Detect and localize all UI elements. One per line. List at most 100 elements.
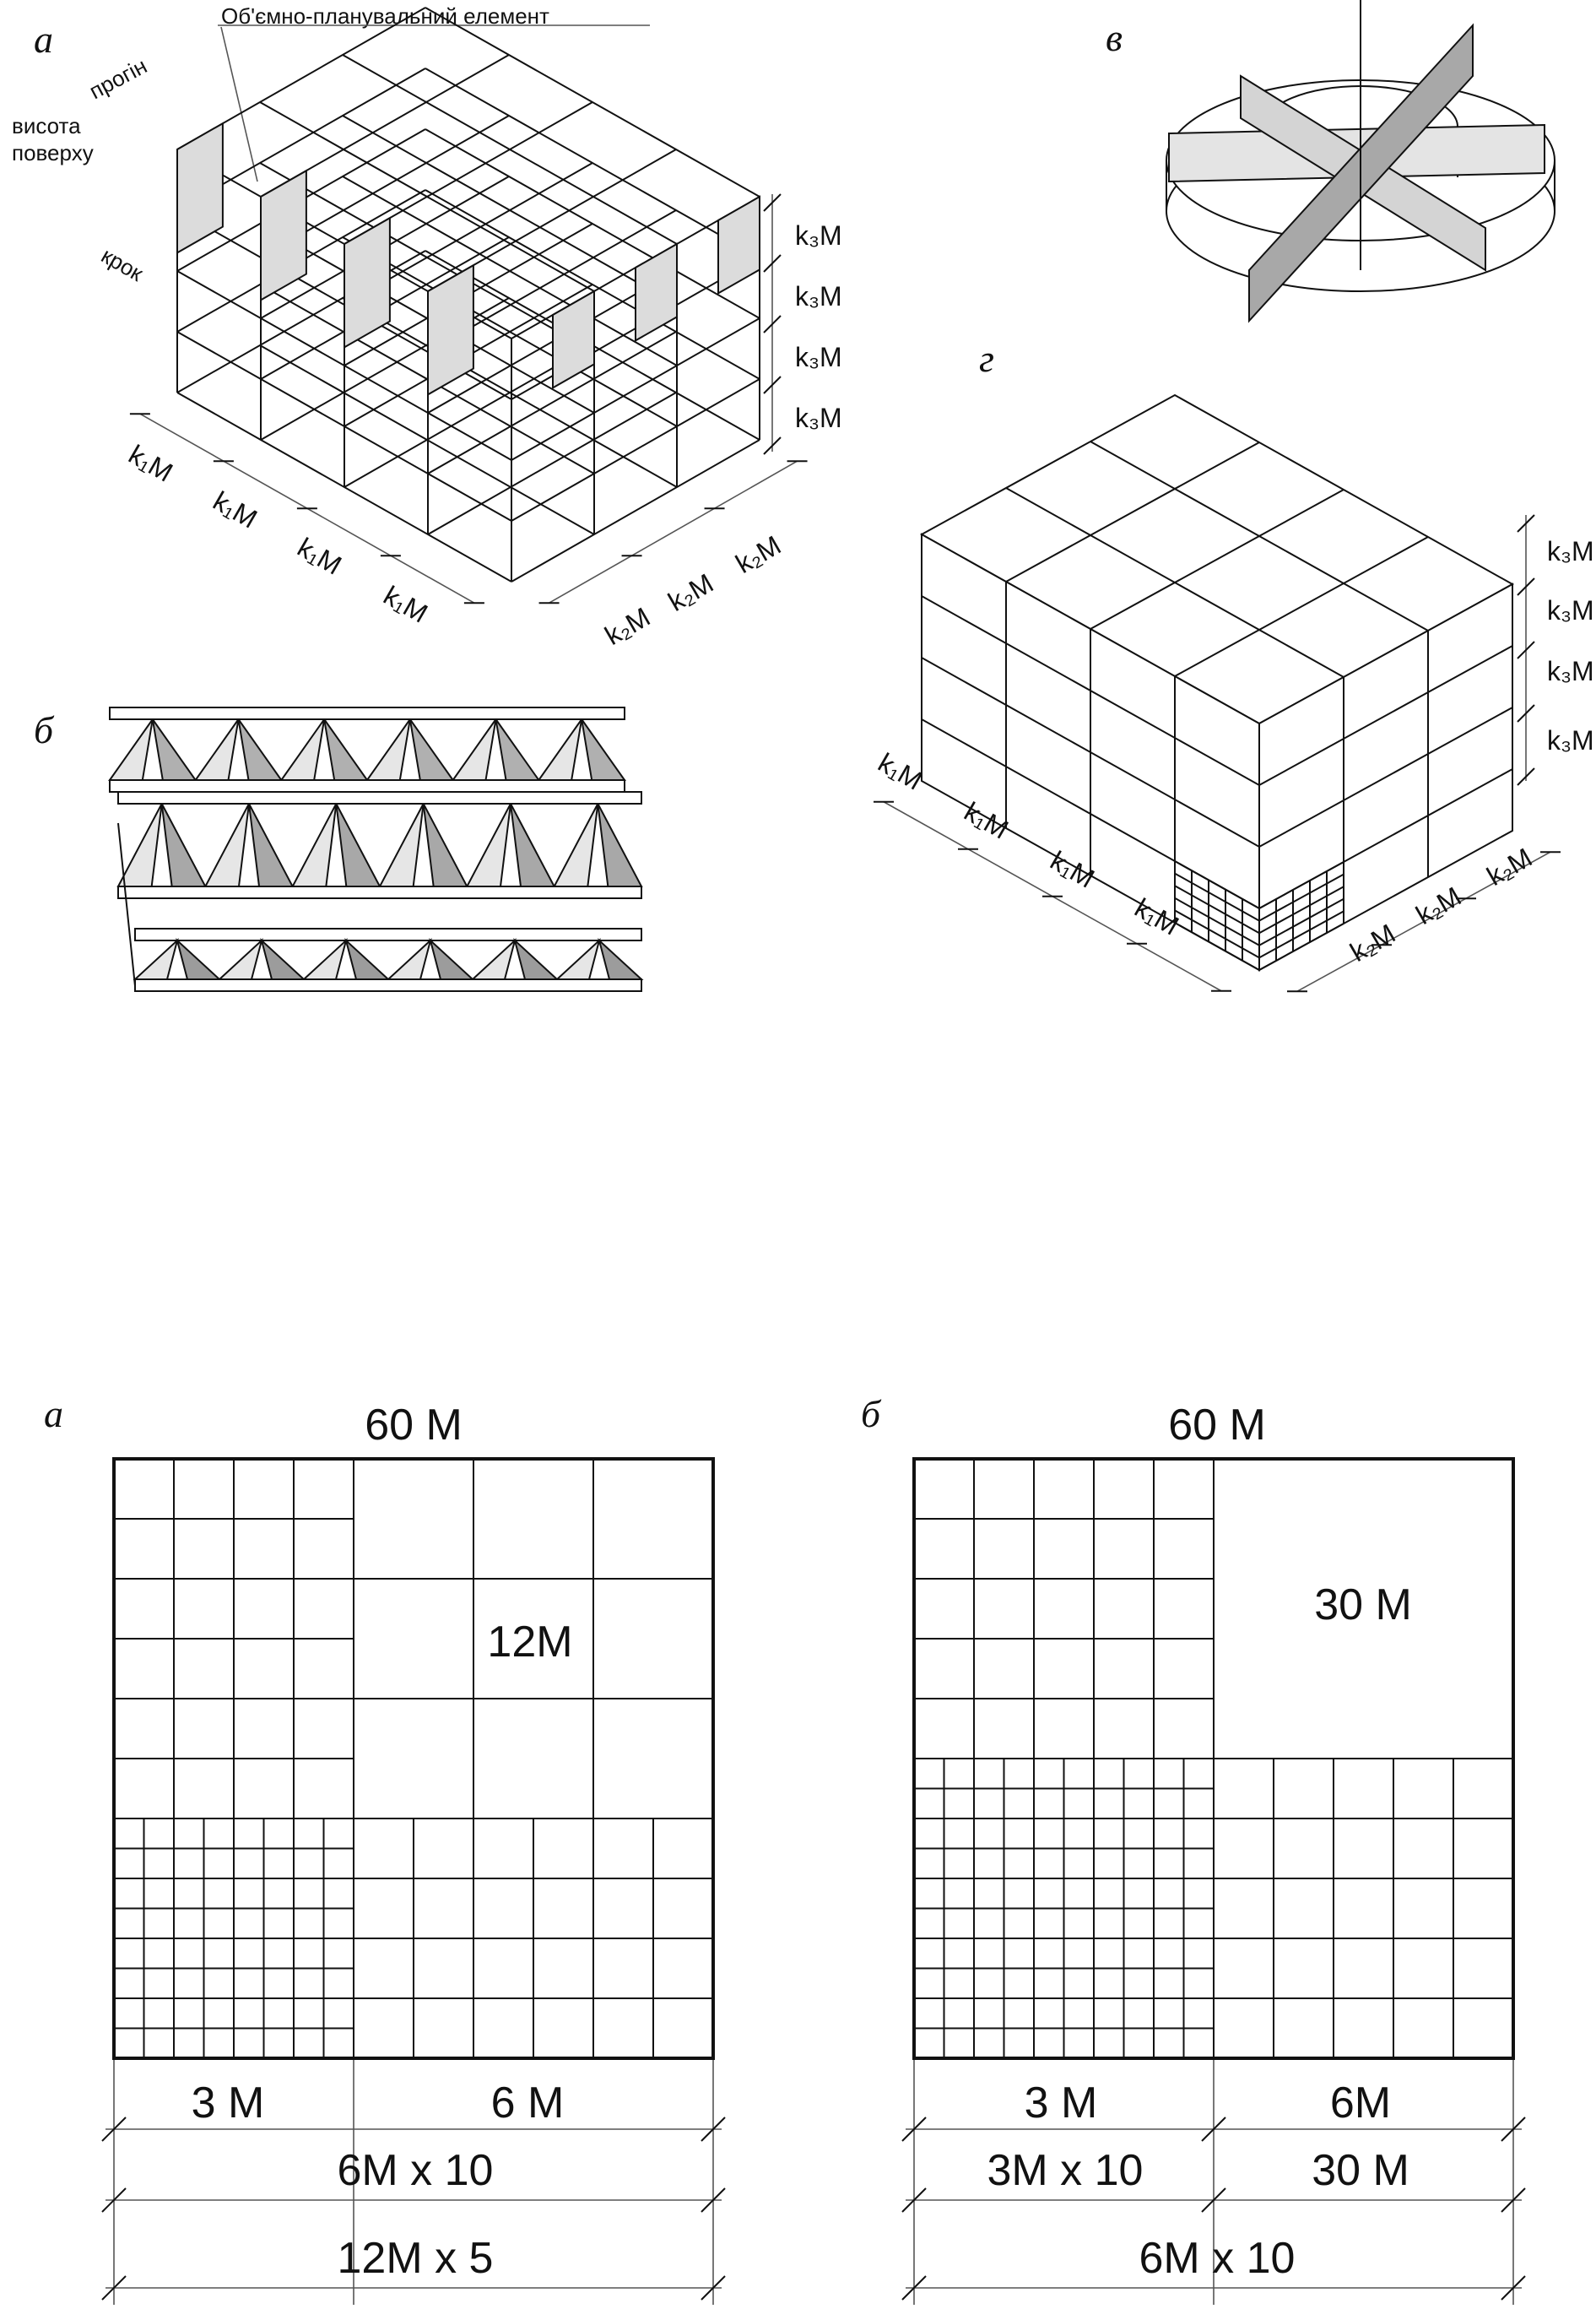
dim-k3-3: k₃M [795, 342, 842, 372]
small-module-line [1174, 885, 1260, 935]
fold-face [598, 937, 644, 980]
fold-face [344, 937, 391, 980]
slab-line [342, 54, 678, 245]
folded-plate-structure [108, 707, 644, 992]
small-module-line [1258, 861, 1344, 909]
fold-face [510, 803, 556, 887]
height-label-line1: висота [12, 113, 81, 138]
slab-line [342, 115, 678, 306]
dim-k1-1: k₁M [874, 747, 928, 796]
fold-face [365, 718, 411, 781]
dim-row1-right: 6M [1330, 2079, 1391, 2127]
small-module-line [1258, 923, 1344, 971]
slab-line [511, 378, 760, 522]
dim-row1-left: 3 M [192, 2079, 265, 2127]
slab-line [427, 392, 677, 535]
dim-row1-left: 3 M [1025, 2079, 1098, 2127]
dim-k3-4: k₃M [1547, 725, 1594, 756]
dimension-tick [101, 2117, 127, 2142]
dim-k3-1: k₃M [795, 220, 842, 251]
dim-row2: 6M x 10 [338, 2146, 494, 2195]
fold-face [323, 718, 369, 781]
small-module-line [1174, 897, 1260, 946]
panel-label: б [34, 708, 55, 751]
modular-grid-b [912, 1457, 1515, 2060]
dimension-tick [763, 376, 782, 394]
grid-line [1258, 707, 1513, 848]
dim-k1-1: k₁M [124, 439, 178, 488]
plate-edge [134, 978, 642, 992]
plate-edge [109, 779, 625, 793]
fold-face [108, 718, 154, 781]
isometric-block [874, 393, 1561, 993]
dimension-tick [1501, 2275, 1526, 2301]
fold-face [597, 803, 643, 887]
dimension-tick [701, 2117, 726, 2142]
dim-k1-2: k₁M [208, 485, 262, 534]
plate-edge-line [117, 822, 136, 987]
plate-edge [134, 928, 642, 941]
plate-edge [109, 707, 625, 720]
callout-label: Об'ємно-планувальний елемент [221, 3, 549, 29]
dimension-tick [763, 436, 782, 455]
fold-face [386, 937, 432, 980]
dimension-tick [1517, 767, 1535, 786]
dimension-tick [1201, 2187, 1226, 2213]
slab-line [511, 317, 760, 461]
dimension-tick [763, 315, 782, 333]
slab-line [342, 236, 678, 427]
dim-k3-3: k₃M [1547, 656, 1594, 686]
slab-line [425, 68, 760, 258]
fold-face [151, 718, 197, 781]
fold-face [378, 803, 425, 887]
fold-face [335, 803, 381, 887]
fold-face [203, 803, 250, 887]
fold-face [429, 937, 475, 980]
dimension-tick [1201, 2117, 1226, 2142]
plate-edge [117, 791, 642, 805]
small-module-line [1258, 873, 1344, 922]
fold-face [260, 937, 306, 980]
fold-face [408, 718, 455, 781]
dimension-tick [763, 254, 782, 273]
radial-structure [1166, 0, 1555, 323]
dim-k3-2: k₃M [1547, 595, 1594, 626]
dim-row2-left: 3M x 10 [987, 2146, 1144, 2195]
grid-line [921, 657, 1260, 848]
modular-grid-a [112, 1457, 715, 2060]
fold-face [176, 937, 222, 980]
slab-line [342, 297, 678, 488]
slab-line [259, 101, 595, 292]
dim-k2-3: k₂M [1482, 842, 1538, 892]
wall-panel [635, 242, 678, 343]
small-module-line [1174, 909, 1260, 959]
fold-face [217, 937, 263, 980]
dimension-tick [701, 2187, 726, 2213]
dimension-tick [701, 2275, 726, 2301]
grid-line [1005, 442, 1260, 583]
top-panel-g: г k₁M k₁M k₁M k₁M k₂M k₂M k₂M k₃M k₃M k₃… [874, 337, 1594, 993]
fold-face [555, 937, 601, 980]
dimension-tick [1517, 704, 1535, 723]
step-label: крок [97, 242, 148, 286]
dimension-tick [101, 2187, 127, 2213]
fold-face [451, 718, 497, 781]
grid-a-dimension-lines [101, 2060, 726, 2305]
wall-panel [717, 195, 760, 295]
small-module-line [1174, 860, 1260, 909]
small-module-line [1174, 872, 1260, 922]
bottom-panel-a: а 60 M 12M 3 M 6 M 6M x 10 12M x 5 [44, 1392, 726, 2305]
fold-face [248, 803, 295, 887]
dim-k3-2: k₃M [795, 281, 842, 312]
slab-line [427, 331, 677, 474]
grid-line [1005, 487, 1344, 678]
dim-k3-1: k₃M [1547, 536, 1594, 566]
dim-row2-right: 30 M [1312, 2146, 1409, 2195]
fold-face [116, 803, 163, 887]
small-module-line [1258, 910, 1344, 959]
callout-leader [220, 26, 258, 182]
fold-face [422, 803, 468, 887]
span-label: прогін [85, 53, 151, 105]
dimension-line [1296, 851, 1551, 992]
